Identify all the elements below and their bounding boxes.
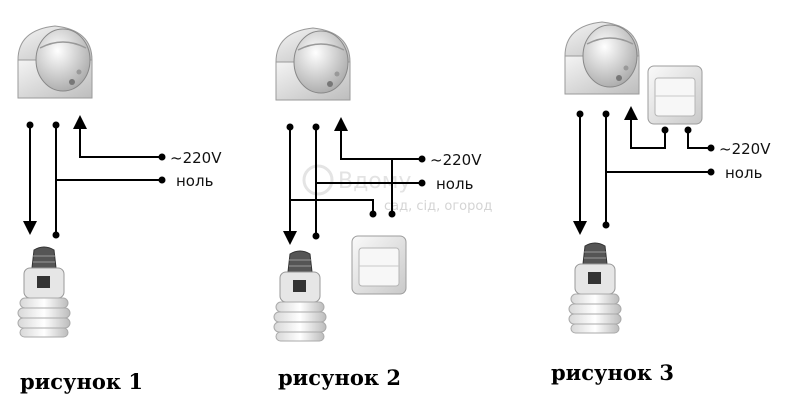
caption-figure-2: рисунок 2 <box>278 365 401 390</box>
wall-switch-2 <box>351 235 407 295</box>
watermark: Вдому сад, сід, огород <box>302 164 492 214</box>
figure-2: ~220V ноль рисунок 2 <box>273 27 482 390</box>
wiring-3 <box>573 106 715 235</box>
voltage-label-1: ~220V <box>170 149 222 167</box>
lamp-3 <box>568 242 622 334</box>
motion-sensor-2 <box>275 27 351 101</box>
wiring-1 <box>23 115 166 239</box>
motion-sensor-3 <box>564 21 640 95</box>
wall-switch-3 <box>647 65 703 125</box>
figure-3: ~220V ноль рисунок 3 <box>551 21 771 385</box>
watermark-subtitle: сад, сід, огород <box>384 199 492 214</box>
voltage-label-2: ~220V <box>430 151 482 169</box>
neutral-label-2: ноль <box>436 175 473 193</box>
motion-sensor-1 <box>17 25 93 99</box>
caption-figure-1: рисунок 1 <box>20 369 143 394</box>
neutral-label-1: ноль <box>176 172 213 190</box>
wiring-2 <box>283 117 426 245</box>
lamp-2 <box>273 250 327 342</box>
lamp-1 <box>17 246 71 338</box>
watermark-title: Вдому <box>338 169 411 194</box>
neutral-label-3: ноль <box>725 164 762 182</box>
voltage-label-3: ~220V <box>719 140 771 158</box>
figure-1: ~220V ноль рисунок 1 <box>17 25 222 394</box>
caption-figure-3: рисунок 3 <box>551 360 674 385</box>
